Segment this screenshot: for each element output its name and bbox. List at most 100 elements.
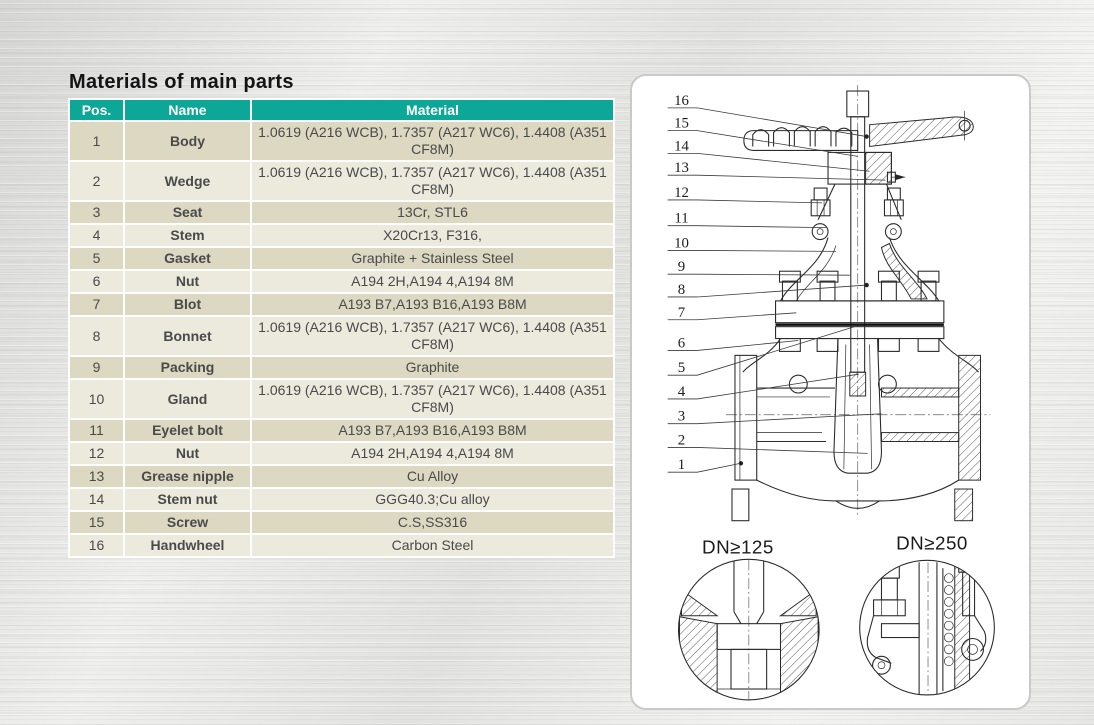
callout-14: 14	[674, 138, 689, 154]
material-cell: X20Cr13, F316,	[252, 225, 613, 246]
page-title: Materials of main parts	[69, 71, 294, 93]
material-cell: Graphite + Stainless Steel	[252, 248, 613, 269]
material-cell: A194 2H,A194 4,A194 8M	[252, 271, 613, 292]
detail-view-dn125	[677, 558, 820, 701]
header-material: Material	[252, 100, 613, 120]
callout-8: 8	[678, 282, 685, 298]
name-cell: Handwheel	[125, 535, 250, 556]
material-cell: Cu Alloy	[252, 466, 613, 487]
callout-5: 5	[678, 360, 685, 376]
valve-body	[731, 338, 981, 522]
valve-yoke	[810, 183, 904, 241]
name-cell: Eyelet bolt	[125, 420, 250, 441]
material-cell: Graphite	[252, 357, 613, 378]
detail-label-dn250: DN≥250	[896, 532, 968, 553]
flange-bolts	[778, 270, 940, 352]
material-cell: 1.0619 (A216 WCB), 1.7357 (A217 WC6), 1.…	[252, 122, 613, 160]
pos-cell: 15	[70, 512, 123, 533]
material-cell: A193 B7,A193 B16,A193 B8M	[252, 294, 613, 315]
valve-main-view	[726, 85, 991, 522]
material-cell: 1.0619 (A216 WCB), 1.7357 (A217 WC6), 1.…	[252, 380, 613, 418]
valve-bonnet-flange	[775, 270, 945, 352]
valve-stem-nut	[827, 151, 906, 185]
pos-cell: 7	[70, 294, 123, 315]
callout-6: 6	[678, 335, 685, 351]
valve-wedge	[833, 338, 883, 474]
valve-bonnet	[779, 237, 940, 302]
name-cell: Nut	[125, 271, 250, 292]
pos-cell: 9	[70, 357, 123, 378]
callout-3: 3	[678, 409, 685, 425]
callout-numbers: 16 15 14 13 12 11 10 9 8 7 6 5 4 3 2 1	[674, 93, 689, 473]
name-cell: Grease nipple	[125, 466, 250, 487]
name-cell: Bonnet	[125, 317, 250, 355]
callout-12: 12	[674, 185, 689, 201]
pos-cell: 6	[70, 271, 123, 292]
callout-2: 2	[678, 432, 685, 448]
pos-cell: 4	[70, 225, 123, 246]
table-header-row: Pos. Name Material	[70, 100, 613, 120]
callout-11: 11	[674, 211, 688, 227]
name-cell: Screw	[125, 512, 250, 533]
material-cell: GGG40.3;Cu alloy	[252, 489, 613, 510]
name-cell: Body	[125, 122, 250, 160]
pos-cell: 11	[70, 420, 123, 441]
name-cell: Blot	[125, 294, 250, 315]
material-cell: Carbon Steel	[252, 535, 613, 556]
detail-label-dn125: DN≥125	[702, 536, 774, 557]
pos-cell: 14	[70, 489, 123, 510]
name-cell: Packing	[125, 357, 250, 378]
material-cell: A194 2H,A194 4,A194 8M	[252, 443, 613, 464]
pos-cell: 8	[70, 317, 123, 355]
callout-leaders	[667, 107, 886, 473]
pos-cell: 12	[70, 443, 123, 464]
pos-cell: 2	[70, 162, 123, 200]
material-cell: 1.0619 (A216 WCB), 1.7357 (A217 WC6), 1.…	[252, 317, 613, 355]
detail-view-dn250	[859, 559, 995, 696]
material-cell: C.S,SS316	[252, 512, 613, 533]
callout-4: 4	[678, 384, 686, 400]
gate-valve-drawing: 16 15 14 13 12 11 10 9 8 7 6 5 4 3 2 1 D…	[667, 85, 995, 701]
callout-10: 10	[674, 235, 689, 251]
name-cell: Seat	[125, 202, 250, 223]
callout-15: 15	[674, 116, 689, 132]
name-cell: Nut	[125, 443, 250, 464]
name-cell: Stem	[125, 225, 250, 246]
callout-1: 1	[678, 457, 685, 473]
pos-cell: 1	[70, 122, 123, 160]
name-cell: Stem nut	[125, 489, 250, 510]
pos-cell: 16	[70, 535, 123, 556]
material-cell: 1.0619 (A216 WCB), 1.7357 (A217 WC6), 1.…	[252, 162, 613, 200]
valve-diagram-panel: 16 15 14 13 12 11 10 9 8 7 6 5 4 3 2 1 D…	[630, 74, 1031, 710]
pos-cell: 13	[70, 466, 123, 487]
pos-cell: 3	[70, 202, 123, 223]
name-cell: Wedge	[125, 162, 250, 200]
name-cell: Gland	[125, 380, 250, 418]
callout-16: 16	[674, 93, 689, 109]
callout-9: 9	[678, 259, 685, 275]
header-name: Name	[125, 100, 250, 120]
pos-cell: 5	[70, 248, 123, 269]
callout-7: 7	[678, 305, 685, 321]
callout-13: 13	[674, 160, 689, 176]
material-cell: 13Cr, STL6	[252, 202, 613, 223]
valve-handwheel	[743, 110, 974, 151]
